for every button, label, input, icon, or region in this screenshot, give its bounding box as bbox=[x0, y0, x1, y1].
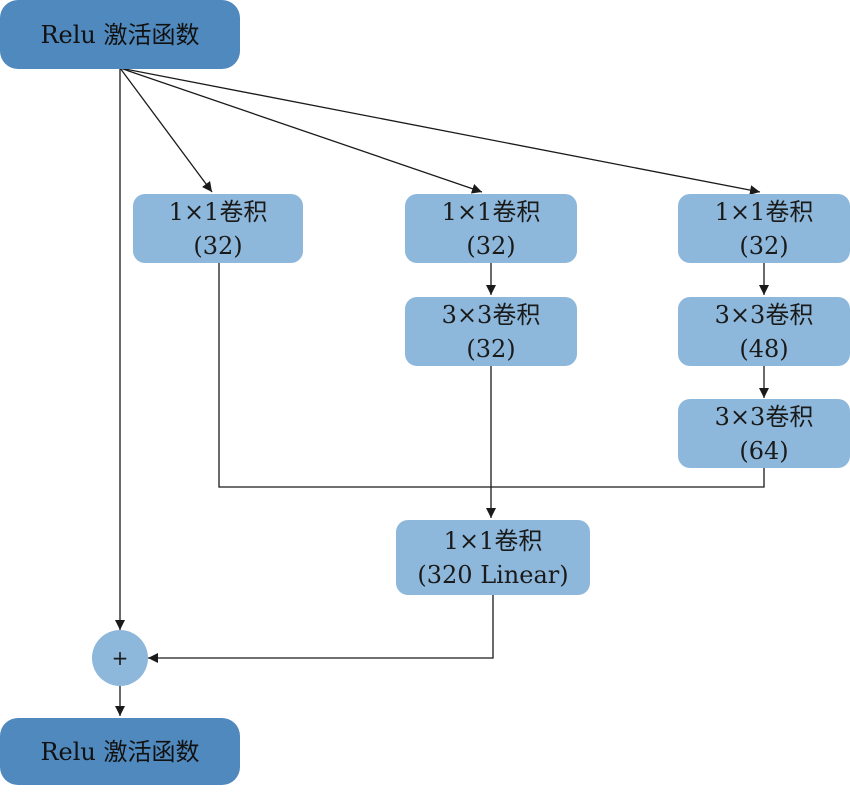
conv-branch1-title: 1×1卷积 bbox=[168, 197, 268, 226]
conv-branch3-3-title: 3×3卷积 bbox=[714, 402, 814, 431]
conv-branch1-node: 1×1卷积 (32) bbox=[133, 194, 303, 263]
conv-branch2-2-node: 3×3卷积 (32) bbox=[405, 297, 577, 366]
conv-branch2-2-title: 3×3卷积 bbox=[441, 300, 541, 329]
conv-branch3-2-channels: (48) bbox=[739, 334, 789, 363]
conv-branch3-1-title: 1×1卷积 bbox=[714, 197, 814, 226]
conv-branch2-2-channels: (32) bbox=[466, 334, 516, 363]
add-node: + bbox=[92, 630, 148, 686]
edge-relu-to-branch1 bbox=[119, 67, 213, 193]
plus-icon: + bbox=[111, 646, 129, 670]
conv-branch3-3-channels: (64) bbox=[739, 436, 789, 465]
conv-branch3-1-channels: (32) bbox=[739, 231, 789, 260]
top-relu-label: Relu 激活函数 bbox=[40, 20, 200, 49]
conv-merge-node: 1×1卷积 (320 Linear) bbox=[396, 520, 590, 595]
edge-merge-to-add bbox=[148, 594, 494, 663]
bottom-relu-node: Relu 激活函数 bbox=[0, 718, 240, 785]
conv-branch3-3-node: 3×3卷积 (64) bbox=[678, 399, 850, 468]
conv-merge-channels: (320 Linear) bbox=[417, 560, 569, 589]
conv-branch3-2-node: 3×3卷积 (48) bbox=[678, 297, 850, 366]
conv-branch2-1-title: 1×1卷积 bbox=[441, 197, 541, 226]
conv-merge-title: 1×1卷积 bbox=[443, 526, 543, 555]
edge-relu-to-branch3 bbox=[119, 67, 761, 196]
conv-branch3-1-node: 1×1卷积 (32) bbox=[678, 194, 850, 263]
conv-branch2-1-channels: (32) bbox=[466, 231, 516, 260]
top-relu-node: Relu 激活函数 bbox=[0, 0, 240, 69]
conv-branch1-channels: (32) bbox=[193, 231, 243, 260]
edge-relu-to-branch2 bbox=[119, 67, 483, 194]
conv-branch3-2-title: 3×3卷积 bbox=[714, 300, 814, 329]
conv-branch2-1-node: 1×1卷积 (32) bbox=[405, 194, 577, 263]
bottom-relu-label: Relu 激活函数 bbox=[40, 737, 200, 766]
